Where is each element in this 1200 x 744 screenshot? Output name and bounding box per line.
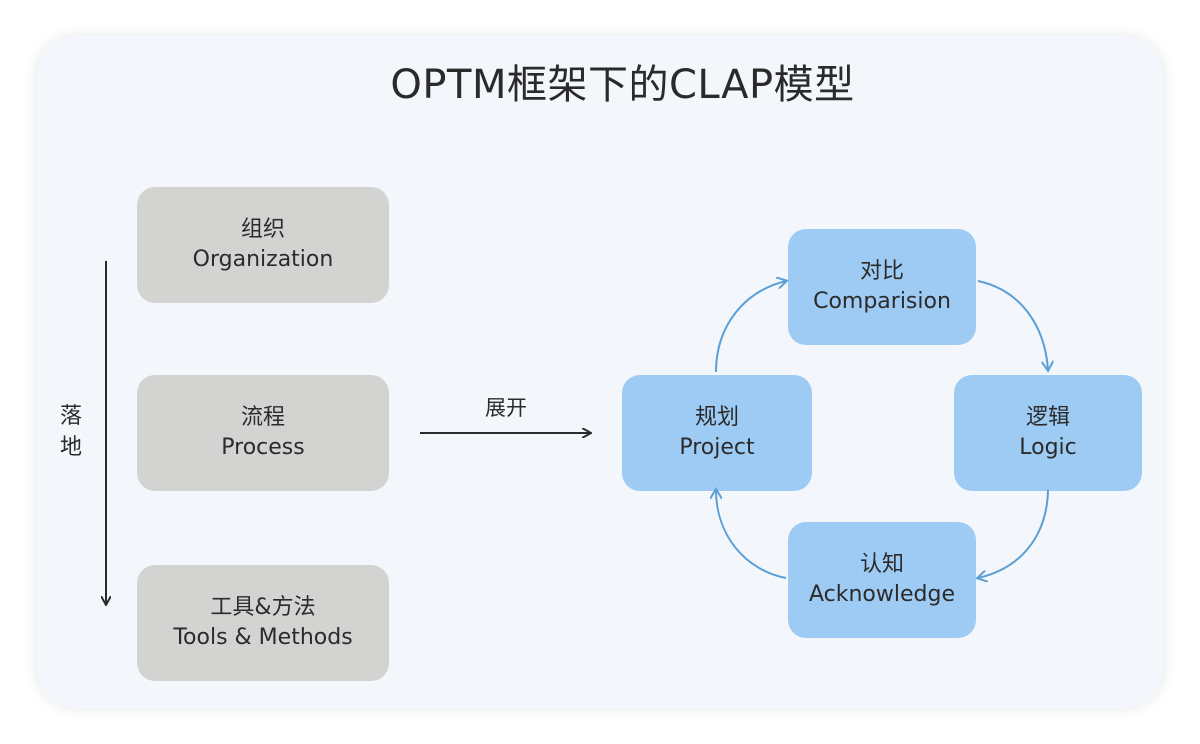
box-logic-en: Logic: [1019, 435, 1077, 460]
box-acknowledge: 认知 Acknowledge: [788, 522, 976, 638]
box-project-cn: 规划: [694, 405, 739, 430]
box-process: 流程 Process: [137, 375, 389, 491]
box-comparison-en: Comparision: [813, 289, 951, 314]
arrow-logic-to-acknowledge: [978, 489, 1049, 578]
box-organization-cn: 组织: [240, 217, 285, 242]
side-label-landing: 落地: [59, 404, 82, 460]
box-logic-cn: 逻辑: [1025, 405, 1070, 430]
box-tools-methods: 工具&方法 Tools & Methods: [137, 565, 389, 681]
expand-label: 展开: [485, 396, 527, 420]
box-logic: 逻辑 Logic: [954, 375, 1142, 491]
box-tools-methods-en: Tools & Methods: [173, 625, 353, 650]
diagram-title: OPTM框架下的CLAP模型: [390, 62, 855, 108]
arrow-project-to-comparison: [715, 281, 786, 373]
box-process-en: Process: [221, 435, 305, 460]
box-acknowledge-cn: 认知: [859, 552, 904, 577]
box-process-cn: 流程: [240, 405, 285, 430]
box-tools-methods-cn: 工具&方法: [210, 595, 316, 620]
box-project-en: Project: [679, 435, 755, 460]
arrow-acknowledge-to-project: [716, 490, 787, 579]
box-organization-en: Organization: [192, 247, 334, 272]
box-project: 规划 Project: [622, 375, 812, 491]
box-organization: 组织 Organization: [137, 187, 389, 303]
box-acknowledge-en: Acknowledge: [808, 582, 955, 607]
box-comparison: 对比 Comparision: [788, 229, 976, 345]
box-comparison-cn: 对比: [859, 259, 904, 284]
arrow-comparison-to-logic: [977, 280, 1048, 370]
